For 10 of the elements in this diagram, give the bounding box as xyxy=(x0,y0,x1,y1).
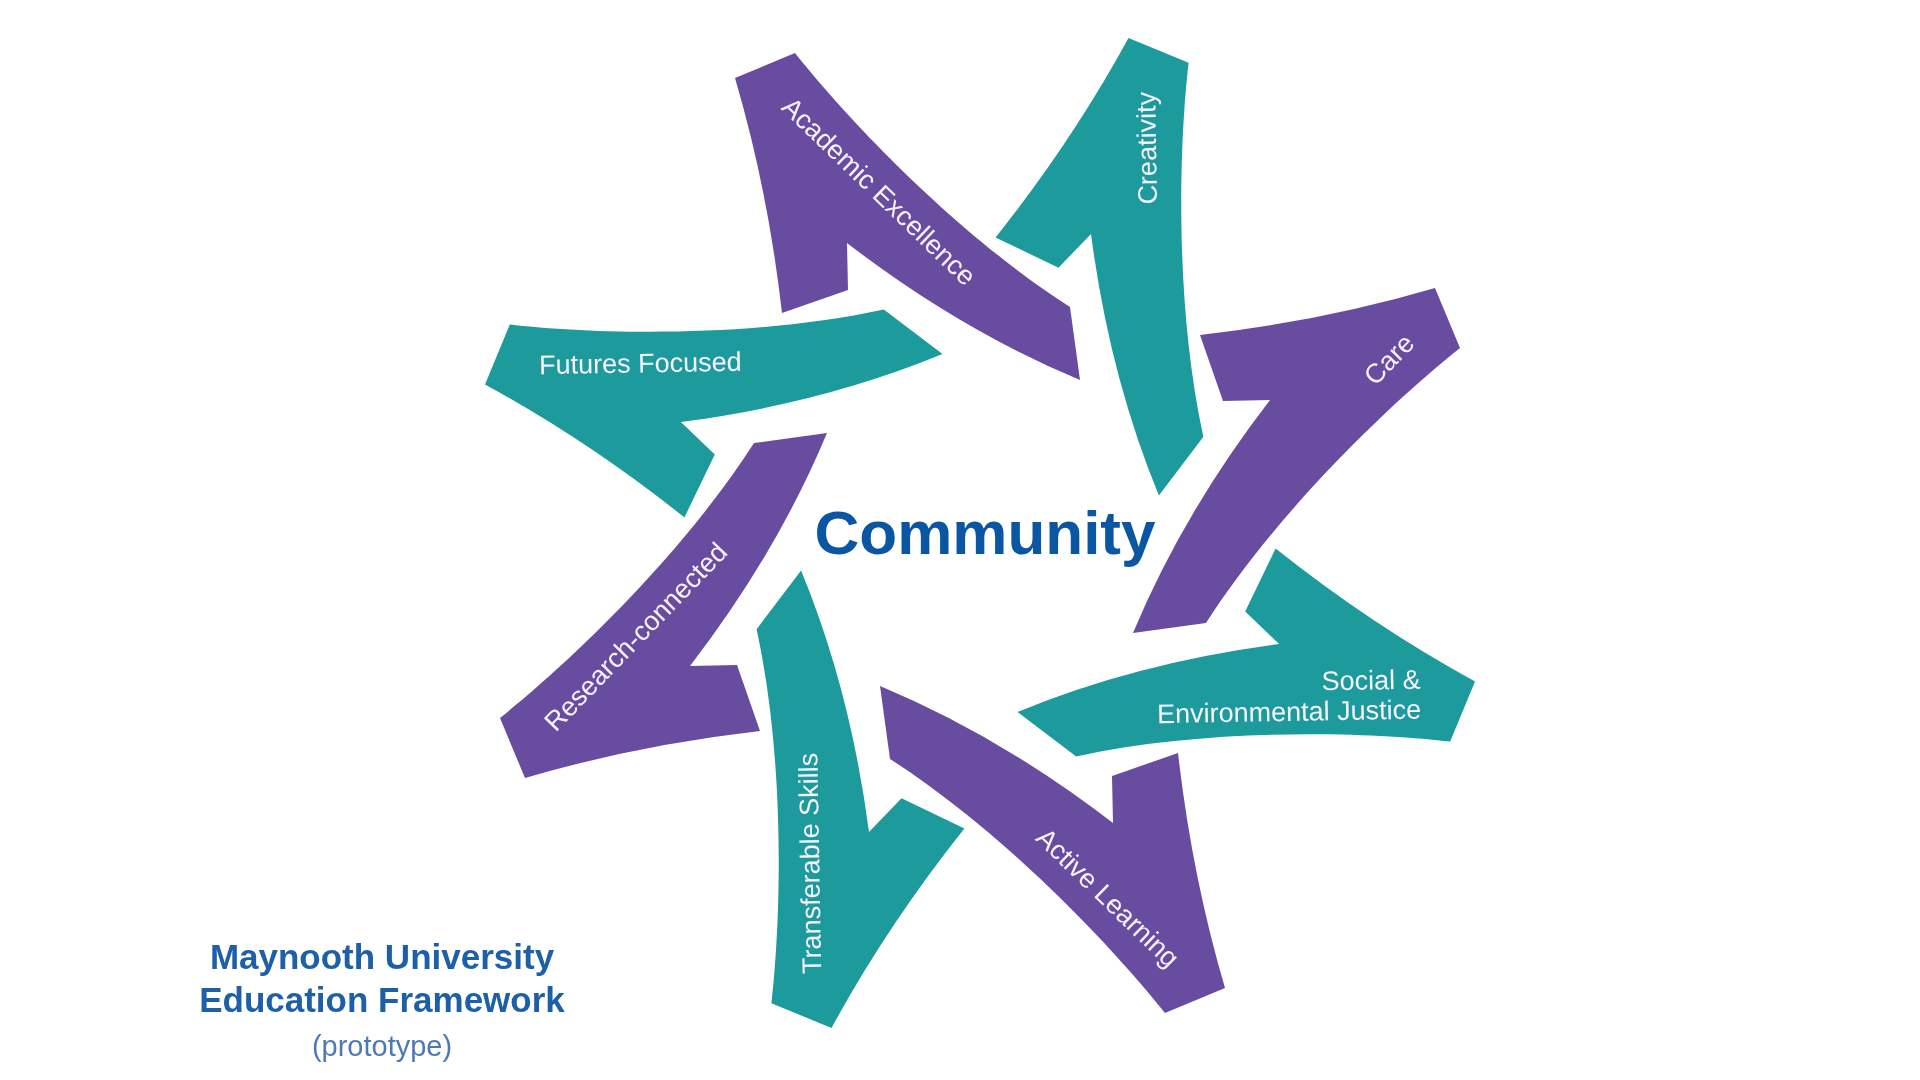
center-label: Community xyxy=(814,496,1156,568)
band-label: Social & Environmental Justice xyxy=(1156,665,1422,730)
band-label: Transferable Skills xyxy=(794,752,828,975)
band-label: Creativity xyxy=(1132,91,1164,205)
band-label: Care xyxy=(1358,328,1421,392)
curved-band xyxy=(756,570,965,1028)
band-label: Futures Focused xyxy=(538,347,742,381)
title: Maynooth University Education Framework xyxy=(198,936,566,1021)
subtitle-note: (prototype) xyxy=(311,1029,453,1063)
curved-band xyxy=(995,38,1204,496)
